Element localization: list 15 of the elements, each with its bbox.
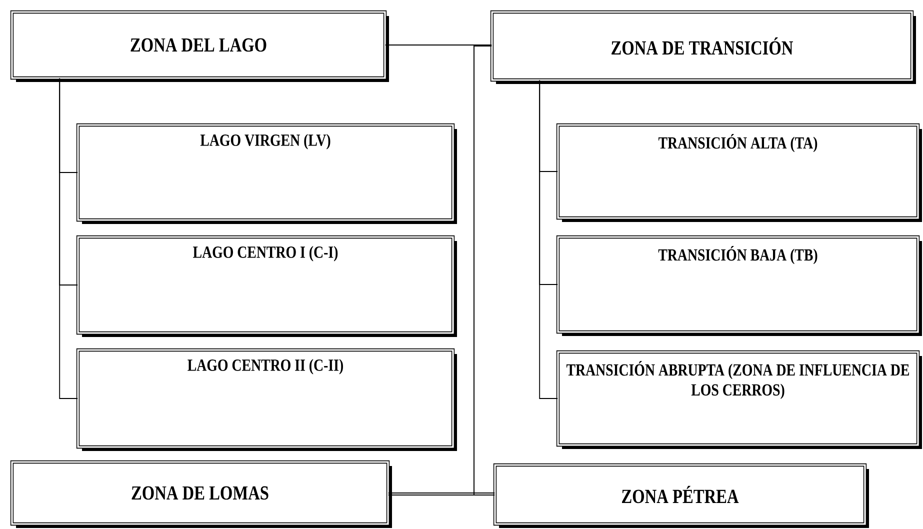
zone-box: TRANSICIÓN ABRUPTA (ZONA DE INFLUENCIA DE LOS CERROS) bbox=[556, 350, 922, 449]
zone-box: ZONA PÉTREA bbox=[493, 463, 869, 528]
connector-line bbox=[539, 80, 558, 399]
zone-box: TRANSICIÓN ALTA (TA) bbox=[556, 123, 922, 222]
connector-line bbox=[59, 78, 78, 399]
zone-box: LAGO VIRGEN (LV) bbox=[76, 123, 457, 224]
connector-line bbox=[388, 492, 496, 494]
zone-box: LAGO CENTRO II (C-II) bbox=[76, 348, 457, 451]
zone-box: TRANSICIÓN BAJA (TB) bbox=[556, 235, 922, 336]
connector-line bbox=[474, 46, 496, 496]
connector-line bbox=[384, 44, 474, 496]
zone-box: ZONA DE TRANSICIÓN bbox=[490, 10, 916, 84]
zone-box: ZONA DEL LAGO bbox=[10, 10, 389, 82]
zone-box: ZONA DE LOMAS bbox=[10, 460, 392, 528]
zone-box: LAGO CENTRO I (C-I) bbox=[76, 235, 457, 337]
